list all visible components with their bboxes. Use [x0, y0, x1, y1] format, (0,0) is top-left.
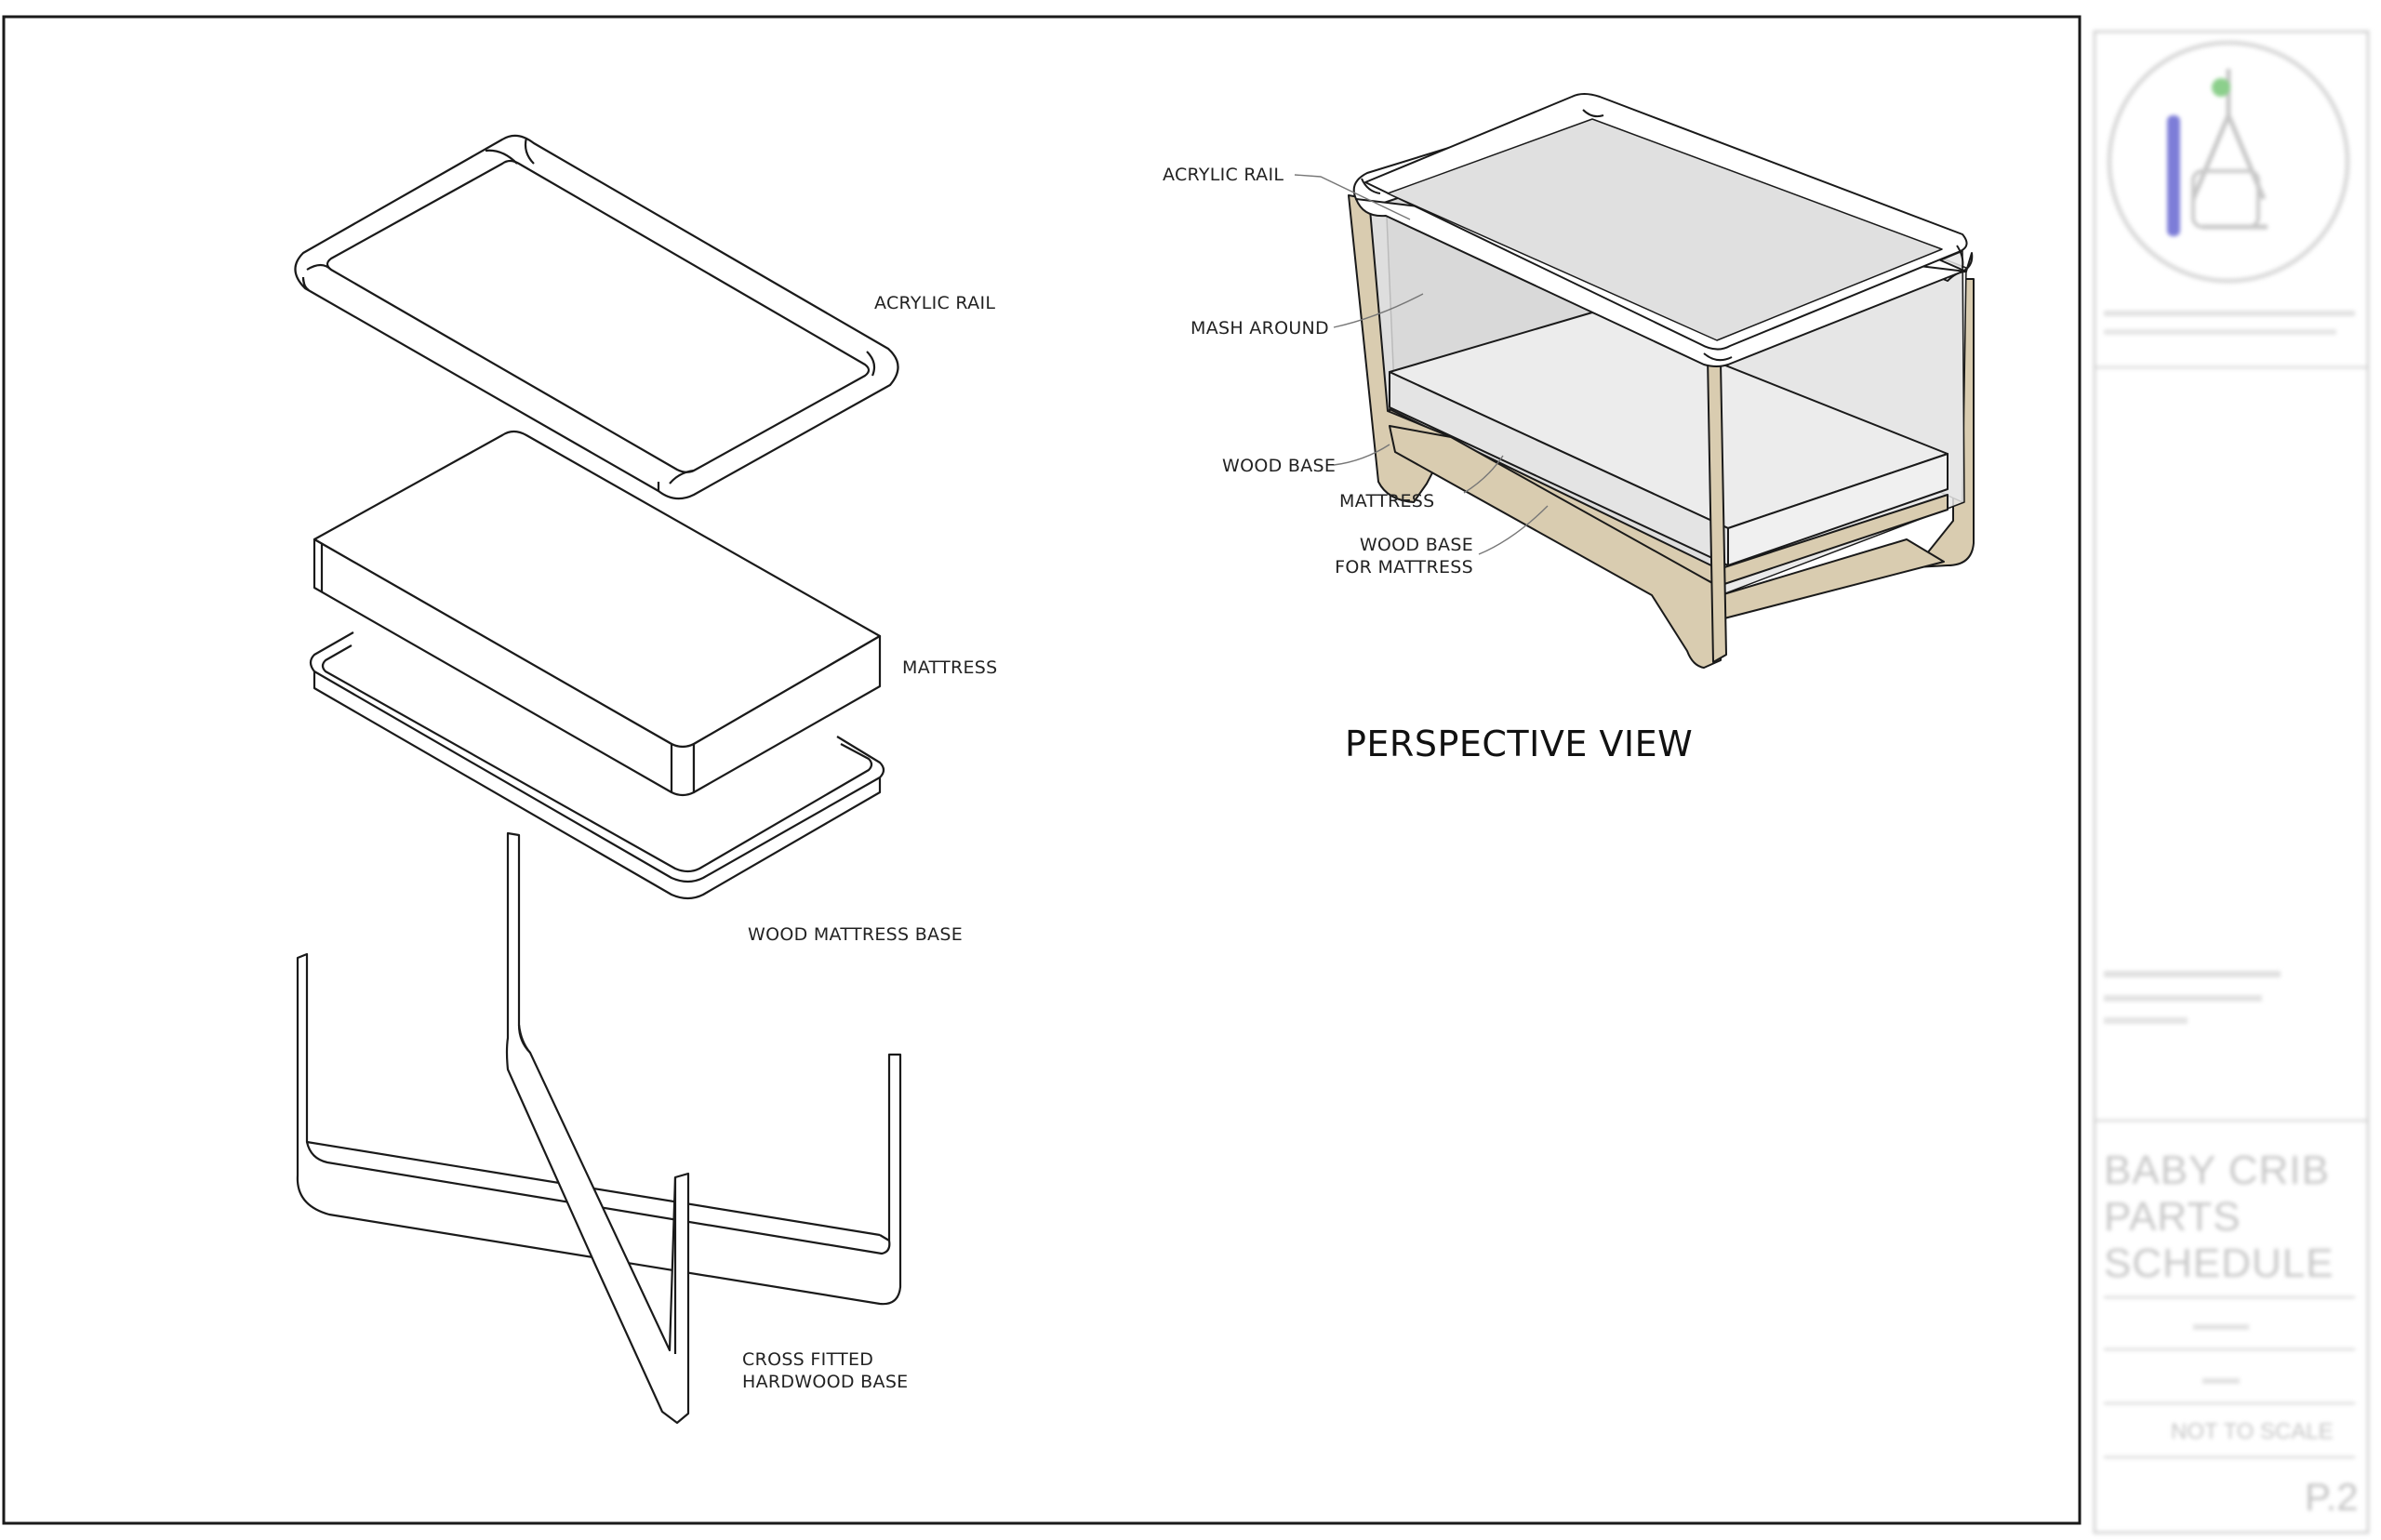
title-block-drawn-value [2202, 1378, 2240, 1384]
title-block-scale: NOT TO SCALE [2171, 1419, 2334, 1444]
title-block-client-2 [2104, 995, 2262, 1002]
exploded-cross-base [296, 831, 902, 1425]
title-block-sheet-number: P.2 [2305, 1475, 2359, 1519]
title-block-divider-6 [2104, 1456, 2355, 1458]
sheet-border [2, 15, 2082, 1525]
title-block-divider-1 [2095, 366, 2368, 368]
title-block-project-title: BABY CRIB PARTS SCHEDULE [2104, 1148, 2334, 1287]
perspective-label-wood-base-mattress: WOOD BASE FOR MATTRESS [1330, 534, 1473, 578]
title-block-project-title-line2: PARTS [2104, 1194, 2241, 1240]
title-block-client-1 [2104, 971, 2281, 977]
title-block-divider-2 [2095, 1120, 2368, 1122]
perspective-label-mash-around: MASH AROUND [1190, 318, 1329, 339]
firm-logo-mark [2167, 115, 2180, 236]
title-block-firm-info-1 [2104, 311, 2355, 324]
perspective-label-wood-base: WOOD BASE [1222, 456, 1337, 476]
title-block-divider-4 [2104, 1348, 2355, 1350]
perspective-label-mattress: MATTRESS [1339, 491, 1435, 511]
title-block-divider-5 [2104, 1402, 2355, 1404]
exploded-label-cross-base: CROSS FITTED HARDWOOD BASE [742, 1348, 908, 1393]
exploded-label-cross-base-line1: CROSS FITTED [742, 1349, 874, 1370]
exploded-label-acrylic-rail: ACRYLIC RAIL [874, 293, 996, 313]
perspective-label-wood-base-mattress-line2: FOR MATTRESS [1335, 557, 1473, 578]
exploded-wood-mattress-base [309, 631, 885, 900]
title-block-project-title-line1: BABY CRIB [2104, 1148, 2330, 1193]
title-block-client-3 [2104, 1017, 2188, 1024]
title-block-project-title-line3: SCHEDULE [2104, 1241, 2334, 1286]
title-block-firm-info-2 [2104, 329, 2336, 342]
perspective-crib [1348, 93, 1975, 669]
exploded-label-cross-base-line2: HARDWOOD BASE [742, 1372, 909, 1392]
title-block-divider-3 [2104, 1296, 2355, 1298]
title-block-date-value [2193, 1324, 2249, 1330]
perspective-label-wood-base-mattress-line1: WOOD BASE [1359, 535, 1473, 555]
perspective-label-acrylic-rail: ACRYLIC RAIL [1163, 165, 1284, 185]
perspective-view-title: PERSPECTIVE VIEW [1345, 724, 1694, 764]
title-block-frame [2093, 30, 2370, 1534]
perspective-leader-lines [1294, 174, 1549, 555]
exploded-label-mattress: MATTRESS [902, 657, 998, 678]
exploded-acrylic-rail [294, 134, 899, 500]
title-block: BABY CRIB PARTS SCHEDULE NOT TO SCALE P.… [2082, 13, 2377, 1536]
firm-logo-ring [2107, 40, 2350, 284]
exploded-label-wood-mattress-base: WOOD MATTRESS BASE [748, 924, 964, 945]
exploded-mattress [313, 430, 882, 797]
